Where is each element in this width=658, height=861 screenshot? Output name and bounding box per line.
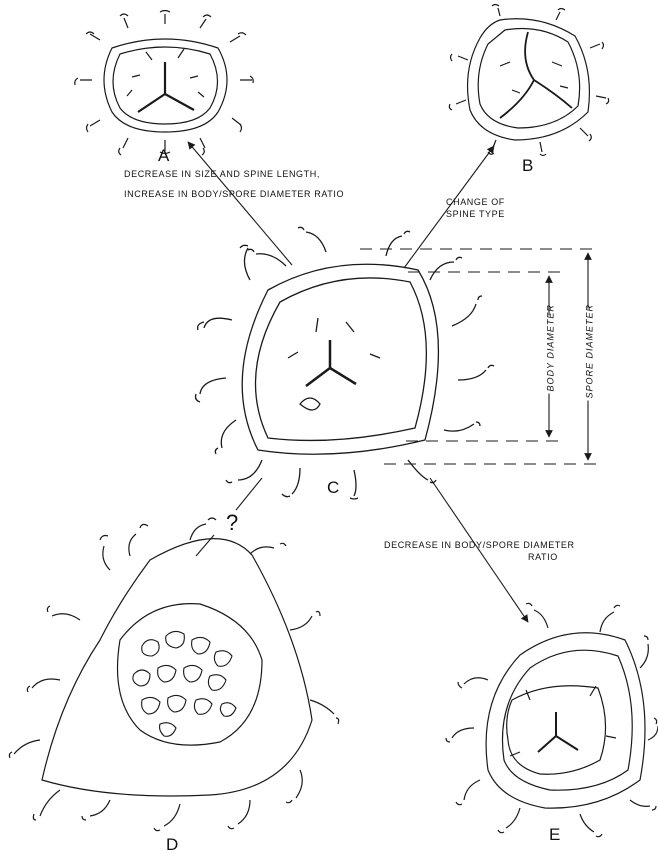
annotation-change-spine-line1: CHANGE OF bbox=[446, 198, 505, 207]
label-body-diameter: BODY DIAMETER bbox=[547, 316, 556, 394]
annotation-decrease-ratio-line2: RATIO bbox=[528, 553, 558, 562]
spore-d-drawing bbox=[9, 518, 338, 831]
spore-e-drawing bbox=[446, 603, 658, 836]
arrow-c-to-d-dashed bbox=[236, 478, 262, 510]
label-a: A bbox=[158, 147, 169, 164]
arrow-c-to-d-dashed-2 bbox=[196, 535, 214, 556]
label-d: D bbox=[166, 836, 178, 853]
arrow-c-to-e bbox=[430, 478, 528, 622]
label-c: C bbox=[327, 479, 339, 496]
label-b: B bbox=[522, 157, 533, 174]
annotation-decrease-size-line2: INCREASE IN BODY/SPORE DIAMETER RATIO bbox=[124, 190, 344, 199]
spore-b-drawing bbox=[449, 5, 608, 156]
label-e: E bbox=[549, 826, 560, 843]
annotation-decrease-size-line1: DECREASE IN SIZE AND SPINE LENGTH, bbox=[124, 170, 320, 179]
label-question: ? bbox=[226, 512, 238, 534]
arrow-c-to-a bbox=[188, 142, 292, 265]
spore-c-drawing bbox=[196, 227, 495, 499]
annotation-decrease-ratio-line1: DECREASE IN BODY/SPORE DIAMETER bbox=[384, 541, 575, 550]
label-spore-diameter: SPORE DIAMETER bbox=[586, 309, 595, 401]
annotation-change-spine-line2: SPINE TYPE bbox=[446, 210, 505, 219]
spore-a-drawing bbox=[75, 11, 253, 156]
arrow-c-to-b bbox=[404, 146, 494, 268]
